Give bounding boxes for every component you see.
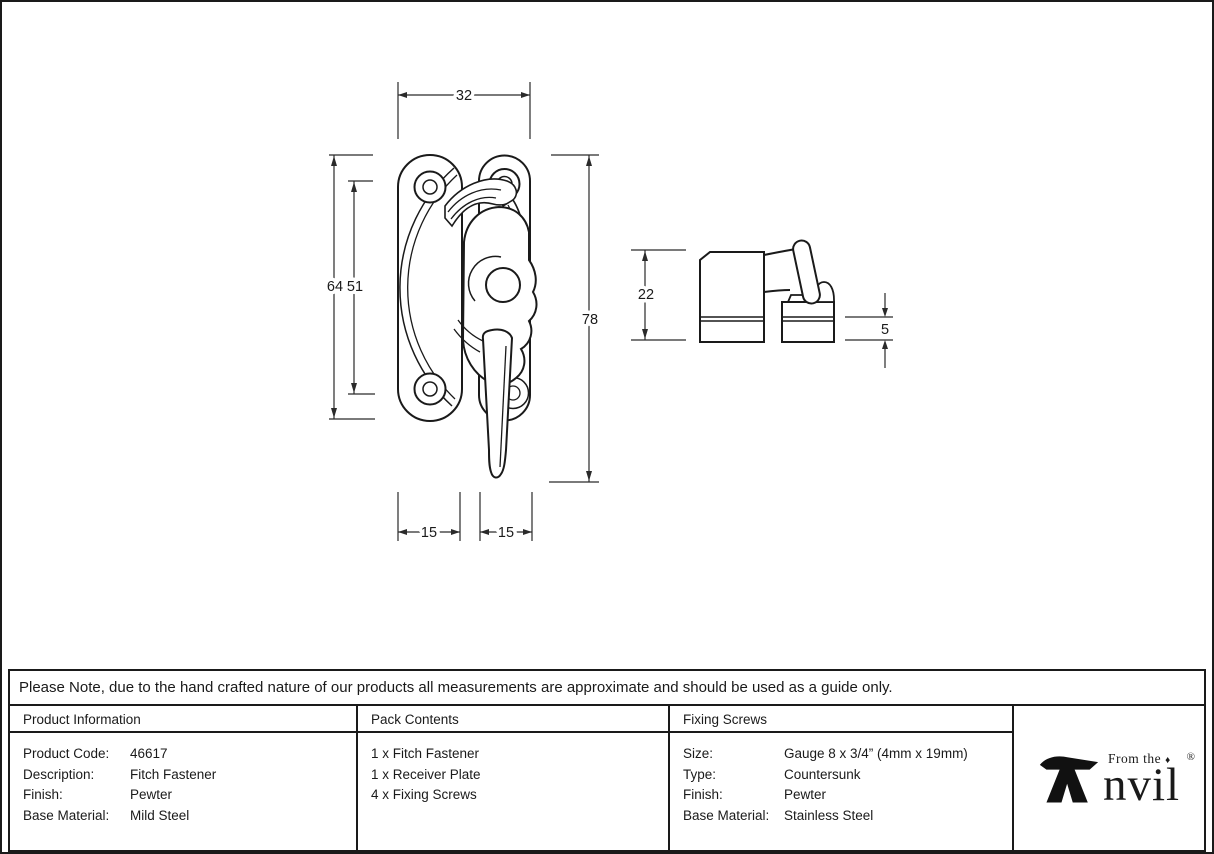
side-view: 22 5 <box>631 239 893 368</box>
list-item: 4 x Fixing Screws <box>371 787 477 802</box>
dim-15-right <box>479 492 533 541</box>
dim-label-51: 51 <box>347 279 363 295</box>
handle <box>481 328 514 479</box>
screw-hole <box>413 372 447 406</box>
dim-64 <box>329 154 375 420</box>
table-row: Base Material: Mild Steel <box>23 807 190 823</box>
dim-5 <box>845 293 893 368</box>
note-text: Please Note, due to the hand crafted nat… <box>19 679 893 696</box>
dim-label-32: 32 <box>456 88 472 104</box>
list-item: 1 x Receiver Plate <box>371 766 481 782</box>
screw-hole <box>413 170 447 204</box>
dim-label-22: 22 <box>638 287 654 303</box>
spec-table: Product Information Pack Contents Fixing… <box>8 704 1206 852</box>
dim-label-15-left: 15 <box>421 525 437 541</box>
table-row: Finish: Pewter <box>23 787 173 802</box>
registered-mark: ® <box>1186 751 1196 763</box>
keeper-plate <box>781 301 835 343</box>
dim-32 <box>397 82 531 139</box>
dim-label-78: 78 <box>582 312 598 328</box>
table-row: Description: Fitch Fastener <box>23 766 217 782</box>
table-row: Product Code: 46617 <box>23 746 168 761</box>
handle-side <box>792 239 821 305</box>
product-information-cell: Product Code: 46617 Description: Fitch F… <box>10 733 358 850</box>
header-fixing-screws: Fixing Screws <box>670 706 1014 733</box>
front-view: 32 64 51 78 <box>323 82 602 545</box>
dim-label-15-right: 15 <box>498 525 514 541</box>
pack-contents-cell: 1 x Fitch Fastener 1 x Receiver Plate 4 … <box>358 733 670 850</box>
header-pack-contents: Pack Contents <box>358 706 670 733</box>
diamond-icon: ♦ <box>1165 755 1171 766</box>
anvil-icon <box>1039 756 1099 803</box>
pivot-hole <box>485 267 521 303</box>
dim-51 <box>348 180 375 395</box>
dim-label-64: 64 <box>327 279 343 295</box>
table-row: Base Material: Stainless Steel <box>683 807 874 823</box>
technical-drawing: 32 64 51 78 <box>323 82 893 545</box>
dim-78 <box>549 154 599 483</box>
brand-logo-cell: From the♦® nvil <box>1014 706 1204 850</box>
measurement-note: Please Note, due to the hand crafted nat… <box>8 669 1206 706</box>
logo-tagline: From the♦® <box>1107 751 1196 766</box>
fixing-screws-cell: Size: Gauge 8 x 3/4” (4mm x 19mm) Type: … <box>670 733 1014 850</box>
logo-wordmark: nvil <box>1102 759 1181 811</box>
table-row: Size: Gauge 8 x 3/4” (4mm x 19mm) <box>683 746 968 761</box>
body-block <box>699 251 765 343</box>
list-item: 1 x Fitch Fastener <box>371 746 480 761</box>
header-product-information: Product Information <box>10 706 358 733</box>
dim-22 <box>631 249 686 341</box>
dim-label-5: 5 <box>881 322 889 338</box>
table-row: Type: Countersunk <box>683 766 861 782</box>
dim-15-left <box>397 492 461 541</box>
table-row: Finish: Pewter <box>683 787 827 802</box>
from-the-anvil-logo: From the♦® nvil <box>1038 751 1195 811</box>
